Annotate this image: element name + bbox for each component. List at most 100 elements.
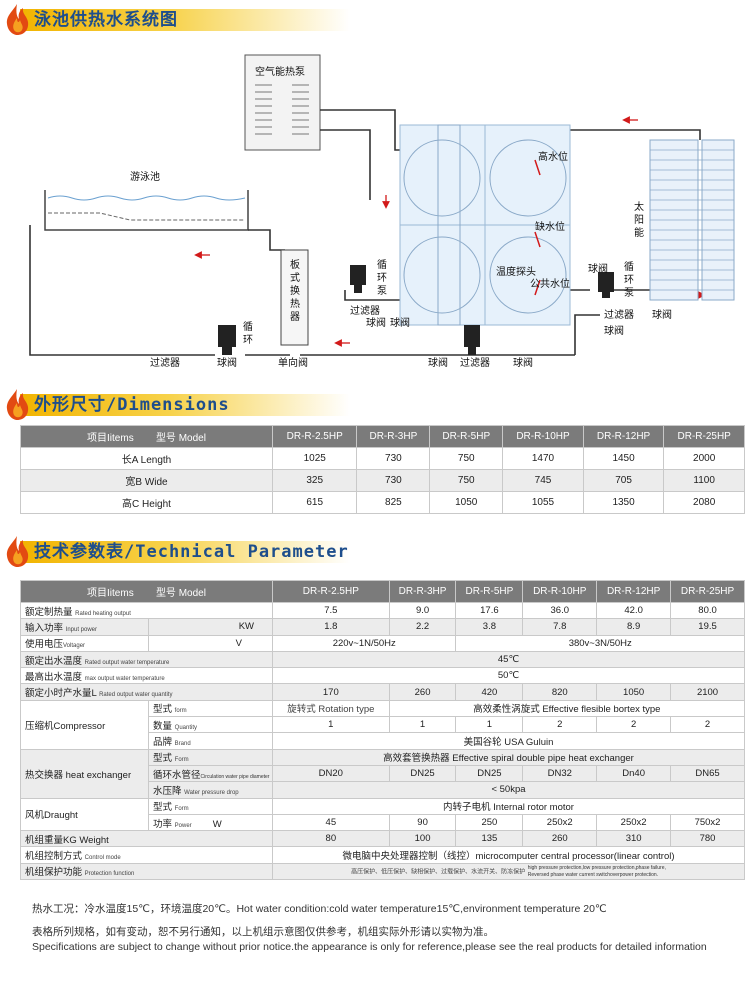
model-header: DR-R-10HP (502, 425, 584, 448)
group-label: 压缩机Compressor (20, 699, 149, 750)
table-row: 高C Height 615 825 1050 1055 1350 2080 (20, 491, 745, 514)
table-header-row: 项目Iitems 型号 Model DR-R-2.5HP DR-R-3HP DR… (20, 425, 745, 448)
cell: 420 (455, 683, 524, 701)
sub-label: 功率 Power W (148, 813, 273, 832)
cell: 820 (522, 683, 598, 701)
cell: 17.6 (455, 601, 524, 620)
sub-label: 型式 form (148, 699, 273, 718)
cell: 2000 (663, 447, 745, 470)
cell: 780 (670, 830, 745, 848)
solar-label-2: 阳 (634, 214, 644, 226)
note-disclaimer-cn: 表格所列规格，如有变动，恕不另行通知，以上机组示意图仅供参考，机组实际外形请以实… (32, 926, 494, 938)
section-title: 泳池供热水系统图 (34, 10, 178, 30)
exchanger-label-2: 式 (290, 271, 300, 284)
row-label: 长A Length (20, 447, 273, 470)
filter-label-2: 过滤器 (350, 304, 380, 317)
pump3-label-1: 循 (624, 260, 634, 273)
row-label: 额定制热量 Rated heating output (20, 601, 273, 620)
cell: 1350 (582, 491, 665, 514)
cell: 100 (388, 830, 457, 848)
section-banner-technical: 技术参数表/Technical Parameter (0, 532, 750, 572)
cell: 1.8 (272, 618, 390, 636)
model-header: DR-R-2.5HP (272, 580, 390, 603)
table-header-row: 项目Iitems 型号 Model DR-R-2.5HP DR-R-3HP DR… (20, 580, 745, 603)
sub-label: 型式 Form (148, 748, 273, 766)
table-row-weight: 机组重量KG Weight 80 100 135 260 310 780 (20, 830, 745, 848)
cell: DN25 (388, 764, 457, 783)
cell: 1 (455, 716, 524, 734)
ball-valve-label-2: 球阀 (366, 316, 386, 329)
exchanger-label-5: 器 (290, 311, 300, 323)
cell: 705 (582, 469, 665, 492)
dimensions-table: 项目Iitems 型号 Model DR-R-2.5HP DR-R-3HP DR… (20, 425, 745, 514)
common-level-label: 公共水位 (530, 277, 570, 290)
ball-valve-label-3: 球阀 (390, 316, 410, 329)
model-header: DR-R-5HP (455, 580, 524, 603)
cell: 750 (429, 447, 504, 470)
heat-pump-label: 空气能热泵 (255, 65, 305, 78)
pump2-label-2: 环 (377, 273, 387, 284)
banner-bar (20, 541, 350, 563)
section-title: 外形尺寸/Dimensions (34, 395, 230, 415)
cell: 45 (272, 813, 390, 832)
model-header: DR-R-12HP (582, 425, 665, 448)
system-diagram: 空气能热泵 游泳池 板 式 换 热 器 高水位 缺水位 温度探头 公共水位 太 … (29, 54, 735, 369)
row-label: 机组保护功能 Protection function (20, 862, 273, 881)
cell: 2 (670, 716, 745, 734)
note-disclaimer-en: Specifications are subject to change wit… (32, 941, 707, 953)
cell: 42.0 (596, 601, 672, 620)
model-header: DR-R-10HP (522, 580, 598, 603)
note-conditions: 热水工况：冷水温度15℃，环境温度20℃。Hot water condition… (32, 903, 607, 915)
heat-pump-unit (244, 54, 321, 151)
cell: 高效套管换热器 Effective spiral double pipe hea… (272, 748, 745, 766)
cell: 内转子电机 Internal rotor motor (272, 797, 745, 815)
row-label: 额定小时产水量L Rated output water quantity (20, 683, 273, 701)
table-row-compressor-type: 压缩机Compressor 型式 form 旋转式 Rotation type … (20, 699, 746, 750)
check-valve-label: 单向阀 (278, 356, 308, 369)
cell: 730 (356, 469, 431, 492)
pump3-label-2: 环 (624, 275, 634, 286)
model-header: DR-R-3HP (356, 425, 431, 448)
cell: DN65 (670, 764, 745, 783)
filter-label-3: 过滤器 (460, 356, 490, 369)
row-label: 高C Height (20, 491, 273, 514)
exchanger-label-1: 板 (290, 258, 300, 271)
cell: 7.5 (272, 601, 390, 620)
cell: 1 (388, 716, 457, 734)
table-row-heating: 额定制热量 Rated heating output 7.5 9.0 17.6 … (20, 601, 745, 620)
row-label: 机组控制方式 Control mode (20, 846, 273, 864)
cell: 2100 (670, 683, 745, 701)
row-label: 使用电压Voltager (20, 634, 149, 652)
cell: 750 (429, 469, 504, 492)
cell: 36.0 (522, 601, 598, 620)
ball-valve-label-1: 球阀 (217, 356, 237, 369)
row-label: 最高出水温度 max output water temperature (20, 667, 273, 685)
cell: 730 (356, 447, 431, 470)
cell: 615 (271, 491, 358, 514)
cell: 45℃ (272, 650, 745, 669)
cell: 80.0 (670, 601, 745, 620)
table-row-control: 机组控制方式 Control mode 微电脑中央处理器控制（线控）microc… (20, 846, 745, 864)
pump2-label-1: 循 (377, 258, 387, 271)
cell: 825 (356, 491, 431, 514)
footnotes: 热水工况：冷水温度15℃，环境温度20℃。Hot water condition… (32, 902, 742, 957)
cell: 9.0 (388, 601, 457, 620)
exchanger-label-4: 热 (290, 297, 300, 310)
flame-icon (6, 389, 29, 420)
table-row-maxtemp: 最高出水温度 max output water temperature 50℃ (20, 667, 745, 685)
cell: 745 (502, 469, 584, 492)
table-row-fan-power: 功率 Power W 45 90 250 250x2 250x2 750x2 (21, 813, 745, 832)
cell: DN32 (522, 764, 598, 783)
cell: 380v~3N/50Hz (455, 634, 745, 652)
flame-icon (6, 4, 29, 35)
table-row-protection: 机组保护功能 Protection function 高压保护、低压保护、缺相保… (20, 862, 745, 881)
cell: 50℃ (272, 667, 745, 685)
filter-label-4: 过滤器 (604, 308, 634, 321)
cell: 1470 (502, 447, 584, 470)
model-header: DR-R-3HP (388, 580, 457, 603)
pump1-label-2: 环 (243, 335, 253, 346)
pool-label: 游泳池 (130, 170, 160, 183)
section-title: 技术参数表/Technical Parameter (34, 542, 349, 562)
pump1-label-1: 循 (243, 320, 253, 333)
table-row-outtemp: 额定出水温度 Rated output water temperature 45… (20, 650, 745, 669)
